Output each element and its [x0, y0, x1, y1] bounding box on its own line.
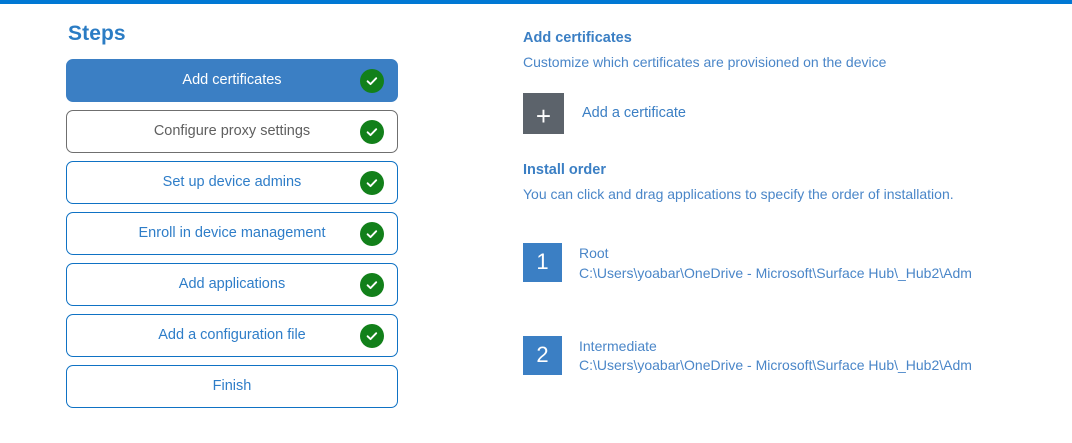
order-number-badge: 1 [523, 242, 562, 282]
step-item-set-up-device-admins[interactable]: Set up device admins [66, 161, 398, 204]
step-label: Add certificates [182, 72, 282, 89]
order-item-path: C:\Users\yoabar\OneDrive - Microsoft\Sur… [579, 264, 972, 281]
order-item-text: Intermediate C:\Users\yoabar\OneDrive - … [579, 336, 972, 377]
step-label: Finish [212, 378, 252, 395]
step-label: Add applications [178, 276, 286, 293]
detail-panel: Add certificates Customize which certifi… [523, 30, 1053, 428]
check-circle-icon [360, 119, 384, 144]
step-item-add-certificates[interactable]: Add certificates [66, 59, 398, 102]
step-item-add-a-configuration-file[interactable]: Add a configuration file [66, 314, 398, 357]
add-certificates-description: Customize which certificates are provisi… [523, 54, 887, 71]
step-label: Configure proxy settings [153, 123, 311, 140]
step-item-finish[interactable]: Finish [66, 365, 398, 408]
step-label: Add a configuration file [158, 327, 306, 344]
step-item-add-applications[interactable]: Add applications [66, 263, 398, 306]
steps-panel: Steps Add certificates Configure proxy s… [66, 22, 398, 416]
order-item-path: C:\Users\yoabar\OneDrive - Microsoft\Sur… [579, 357, 972, 374]
step-item-enroll-in-device-management[interactable]: Enroll in device management [66, 212, 398, 255]
step-label: Enroll in device management [138, 225, 326, 242]
install-order-heading: Install order [523, 161, 606, 178]
add-certificates-section: Add certificates Customize which certifi… [523, 30, 1053, 134]
check-circle-icon [360, 272, 384, 297]
add-certificates-heading: Add certificates [523, 30, 632, 46]
order-item-text: Root C:\Users\yoabar\OneDrive - Microsof… [579, 243, 972, 284]
order-item-name: Root [579, 244, 609, 261]
install-order-section: Install order You can click and drag app… [523, 162, 1053, 376]
add-a-certificate-label: Add a certificate [582, 105, 686, 122]
install-order-item[interactable]: 2 Intermediate C:\Users\yoabar\OneDrive … [523, 335, 1053, 377]
add-a-certificate-button[interactable]: + Add a certificate [523, 92, 773, 134]
install-order-description: You can click and drag applications to s… [523, 186, 954, 203]
install-order-item[interactable]: 1 Root C:\Users\yoabar\OneDrive - Micros… [523, 242, 1053, 284]
install-order-list: 1 Root C:\Users\yoabar\OneDrive - Micros… [523, 242, 1053, 377]
check-circle-icon [360, 323, 384, 348]
plus-glyph: + [535, 100, 552, 131]
check-circle-icon [360, 170, 384, 195]
check-circle-icon [360, 68, 384, 93]
order-number-badge: 2 [523, 335, 562, 375]
wizard-page: Steps Add certificates Configure proxy s… [0, 4, 1072, 443]
step-item-configure-proxy-settings[interactable]: Configure proxy settings [66, 110, 398, 153]
order-item-name: Intermediate [579, 337, 657, 354]
top-accent-bar [0, 0, 1072, 4]
steps-title: Steps [68, 22, 126, 45]
check-circle-icon [360, 221, 384, 246]
step-label: Set up device admins [162, 174, 302, 191]
plus-icon[interactable]: + [523, 92, 564, 134]
